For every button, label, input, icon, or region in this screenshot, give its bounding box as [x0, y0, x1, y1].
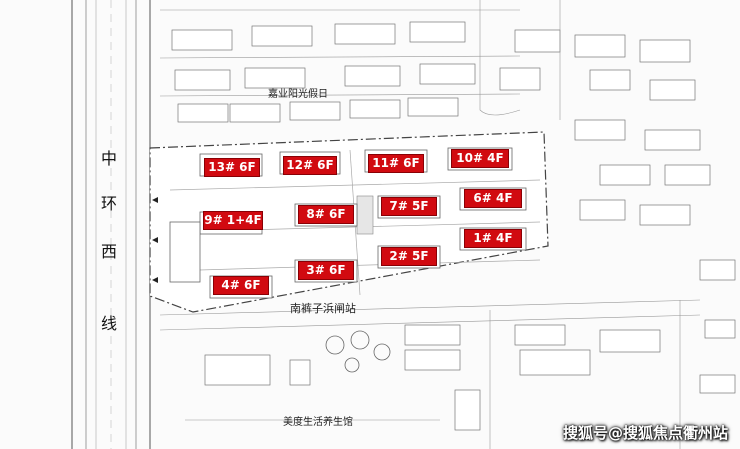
watermark: 搜狐号@搜狐焦点衢州站	[562, 424, 728, 442]
building-label-10: 10# 4F	[452, 150, 508, 167]
south-blocks	[204, 324, 661, 431]
building-label-2: 2# 5F	[382, 248, 436, 265]
building-label-8: 8# 6F	[299, 206, 353, 223]
road-char-2: 环	[101, 194, 118, 213]
road-char-1: 中	[101, 149, 118, 168]
north-community	[171, 21, 696, 123]
facility-south-label: 美度生活养生馆	[283, 417, 353, 428]
north-roads	[159, 0, 561, 120]
building-label-12: 12# 6F	[284, 157, 336, 174]
building-label-1: 1# 4F	[465, 230, 521, 247]
south-roads	[159, 299, 701, 449]
road-char-3: 西	[101, 242, 118, 261]
community-north-label: 嘉业阳光假日	[268, 89, 328, 100]
treatment-tanks	[325, 330, 391, 373]
building-label-7: 7# 5F	[382, 198, 436, 215]
road-char-4: 线	[101, 314, 118, 333]
building-label-6: 6# 4F	[465, 190, 521, 207]
building-label-11: 11# 6F	[369, 155, 423, 172]
entrance-arrows	[152, 197, 158, 283]
building-label-3: 3# 6F	[299, 262, 353, 279]
station-label: 南裤子浜闸站	[290, 302, 356, 315]
central-court	[356, 195, 374, 235]
building-label-9: 9# 1+4F	[204, 212, 262, 229]
building-label-13: 13# 6F	[205, 159, 259, 176]
east-community	[574, 119, 736, 394]
building-label-4: 4# 6F	[214, 277, 268, 294]
